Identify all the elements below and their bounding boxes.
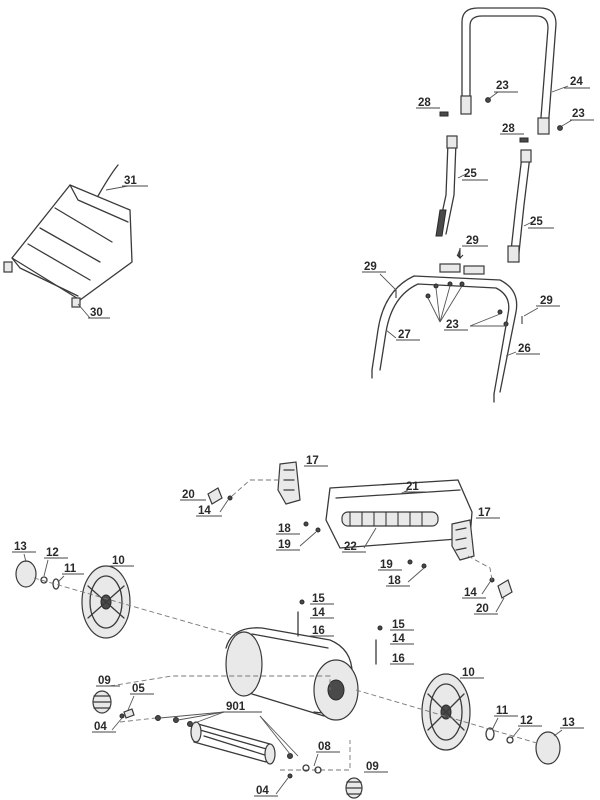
label-16-a: 16 — [312, 625, 325, 637]
label-19-b: 19 — [380, 559, 393, 571]
label-13-b: 13 — [562, 717, 575, 729]
height-knob-left — [207, 487, 223, 505]
label-29-c: 29 — [540, 295, 553, 307]
label-16-b: 16 — [392, 653, 405, 665]
label-12-b: 12 — [520, 715, 533, 727]
label-20-a: 20 — [182, 489, 195, 501]
label-30: 30 — [90, 307, 103, 319]
label-21: 21 — [406, 481, 419, 493]
label-14-d: 14 — [392, 633, 405, 645]
label-901: 901 — [226, 701, 246, 713]
label-27: 27 — [398, 329, 411, 341]
label-14-a: 14 — [198, 505, 211, 517]
label-15-b: 15 — [392, 619, 405, 631]
grass-catcher-box — [3, 164, 133, 308]
label-29-a: 29 — [466, 235, 479, 247]
label-23-c: 23 — [446, 319, 459, 331]
label-13-a: 13 — [14, 541, 27, 553]
label-05: 05 — [132, 683, 145, 695]
label-04-b: 04 — [256, 785, 269, 797]
wheel-right — [421, 673, 471, 751]
label-14-c: 14 — [312, 607, 325, 619]
label-26: 26 — [518, 343, 531, 355]
lower-handle-frame — [371, 263, 518, 403]
label-23-b: 23 — [572, 108, 585, 120]
label-09-a: 09 — [98, 675, 111, 687]
label-23-a: 23 — [496, 80, 509, 92]
label-18-b: 18 — [388, 575, 401, 587]
label-14-b: 14 — [464, 587, 477, 599]
middle-handle-tube-left — [435, 135, 458, 237]
reel-cylinder — [190, 721, 276, 765]
label-25-a: 25 — [464, 168, 477, 180]
label-11-a: 11 — [64, 563, 77, 575]
label-09-b: 09 — [366, 761, 379, 773]
label-08: 08 — [318, 741, 331, 753]
label-04-a: 04 — [94, 721, 107, 733]
pinion-gear-left — [92, 690, 112, 714]
height-knob-right — [497, 579, 513, 599]
label-29-b: 29 — [364, 261, 377, 273]
label-17-b: 17 — [478, 507, 491, 519]
label-19-a: 19 — [278, 539, 291, 551]
cutting-reel-housing — [225, 627, 359, 721]
hub-cap-right — [535, 731, 561, 765]
front-roller — [341, 511, 439, 527]
label-10-b: 10 — [462, 667, 475, 679]
label-12-a: 12 — [46, 547, 59, 559]
label-11-b: 11 — [496, 705, 509, 717]
label-24: 24 — [570, 76, 583, 88]
middle-handle-tube-right — [507, 149, 532, 263]
side-bracket-right — [451, 519, 475, 561]
label-31: 31 — [124, 175, 137, 187]
side-bracket-left — [277, 461, 301, 505]
hub-cap-left — [15, 560, 37, 588]
label-25-b: 25 — [530, 216, 543, 228]
label-28-a: 28 — [418, 97, 431, 109]
wheel-left — [81, 565, 131, 639]
label-15-a: 15 — [312, 593, 325, 605]
label-22: 22 — [344, 541, 357, 553]
label-18-a: 18 — [278, 523, 291, 535]
label-17-a: 17 — [306, 455, 319, 467]
upper-handle-bar — [460, 7, 557, 135]
label-10-a: 10 — [112, 555, 125, 567]
label-28-b: 28 — [502, 123, 515, 135]
label-20-b: 20 — [476, 603, 489, 615]
pinion-gear-right — [345, 777, 363, 799]
